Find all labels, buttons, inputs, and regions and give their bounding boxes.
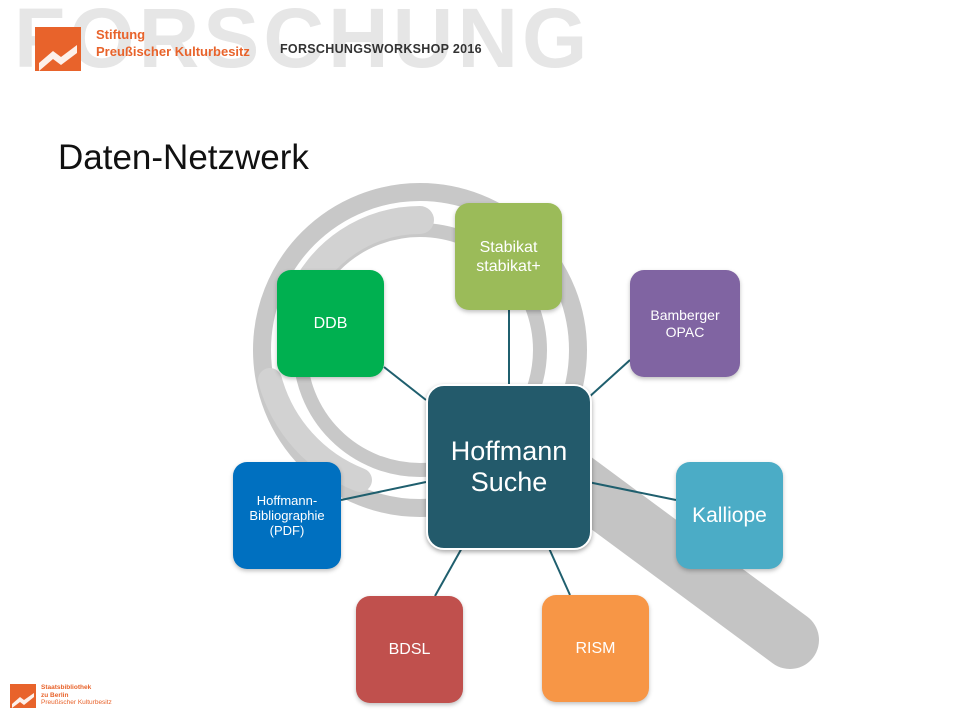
connector-kalliope <box>587 481 677 501</box>
center-node-label: Hoffmann Suche <box>450 436 568 497</box>
connector-hoffmann-bib <box>340 481 427 501</box>
workshop-label: FORSCHUNGSWORKSHOP 2016 <box>280 42 482 56</box>
node-rism: RISM <box>542 595 649 702</box>
node-bdsl: BDSL <box>356 596 463 703</box>
node-ddb: DDB <box>277 270 384 377</box>
node-kalliope: Kalliope <box>676 462 783 569</box>
node-stabikat: Stabikat stabikat+ <box>455 203 562 310</box>
connector-bamberger <box>587 359 631 399</box>
node-kalliope-label: Kalliope <box>692 503 767 527</box>
connector-bdsl <box>434 545 464 597</box>
node-bamberger-label: Bamberger OPAC <box>650 306 720 340</box>
node-bamberger: Bamberger OPAC <box>630 270 740 377</box>
node-bdsl-label: BDSL <box>388 641 431 658</box>
connector-rism <box>547 545 571 596</box>
org-name-line1: Stiftung <box>96 27 146 42</box>
footer-line3: Preußischer Kulturbesitz <box>41 699 112 706</box>
organization-name: Stiftung Preußischer Kulturbesitz <box>96 26 250 60</box>
footer-line1: Staatsbibliothek <box>41 684 92 691</box>
footer-line2: zu Berlin <box>41 691 69 699</box>
sbb-logo-icon <box>10 684 36 708</box>
node-hoffmann-bib-label: Hoffmann- Bibliographie (PDF) <box>249 493 325 538</box>
spk-logo-icon <box>35 27 81 71</box>
node-hoffmann-suche: Hoffmann Suche <box>426 384 592 550</box>
node-ddb-label: DDB <box>313 315 348 332</box>
node-rism-label: RISM <box>575 640 616 657</box>
node-hoffmann-bibliographie: Hoffmann- Bibliographie (PDF) <box>233 462 341 569</box>
connector-ddb <box>383 366 427 401</box>
org-name-line2: Preußischer Kulturbesitz <box>96 44 250 59</box>
footer-institution: Staatsbibliothek zu Berlin Preußischer K… <box>41 684 112 707</box>
background-heading-word: FORSCHUNG <box>14 0 592 85</box>
node-stabikat-label: Stabikat stabikat+ <box>476 238 541 275</box>
slide-title: Daten-Netzwerk <box>58 138 309 177</box>
